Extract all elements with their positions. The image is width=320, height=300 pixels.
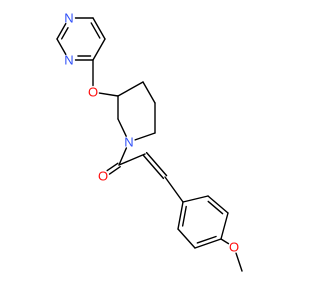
- bond-group: [56, 17, 243, 272]
- pyrimidine-bond: [92, 17, 106, 40]
- amide-bond: [118, 147, 128, 166]
- pyrimidine-bond: [56, 22, 67, 40]
- phenyl-bond: [194, 238, 222, 249]
- pyrimidine-bond-inner: [61, 27, 69, 40]
- phenyl-bond: [177, 201, 184, 230]
- piperidine-bond: [134, 132, 156, 141]
- carbonyl-double-bond: [106, 162, 119, 172]
- alkene-double-bond-second: [145, 151, 168, 177]
- piperidine-bond: [142, 81, 156, 104]
- carbonyl-double-bond-second: [108, 166, 121, 175]
- chain-bond: [164, 176, 184, 203]
- atom-label-group: N N O N O O: [64, 11, 239, 255]
- phenyl-bond-inner: [181, 205, 187, 227]
- atom-label-n-pyr-1: N: [64, 11, 73, 26]
- methoxy-bond: [220, 238, 230, 245]
- phenyl-bond: [177, 228, 196, 249]
- molecule-structure-diagram: N N O N O O: [56, 11, 243, 272]
- piperidine-bond: [117, 81, 144, 97]
- atom-label-o-methoxy: O: [229, 240, 239, 255]
- phenyl-bond-inner: [196, 235, 217, 244]
- atom-label-o-ether-1: O: [88, 85, 98, 100]
- pyrimidine-bond: [56, 38, 67, 56]
- atom-label-n-piperidine: N: [124, 135, 133, 150]
- phenyl-bond: [182, 195, 209, 203]
- alkene-double-bond: [142, 154, 165, 180]
- chain-bond: [118, 153, 146, 166]
- pyrimidine-bond: [92, 38, 106, 61]
- ether-bond: [98, 92, 119, 97]
- piperidine-bond: [117, 118, 127, 137]
- pyrimidine-bond-inner: [90, 22, 101, 39]
- phenyl-bond-inner: [207, 200, 224, 215]
- atom-label-o-carbonyl: O: [98, 169, 108, 184]
- atom-label-n-pyr-3: N: [64, 53, 73, 68]
- methoxy-bond: [235, 252, 243, 272]
- phenyl-bond: [207, 195, 229, 214]
- phenyl-bond: [220, 212, 229, 240]
